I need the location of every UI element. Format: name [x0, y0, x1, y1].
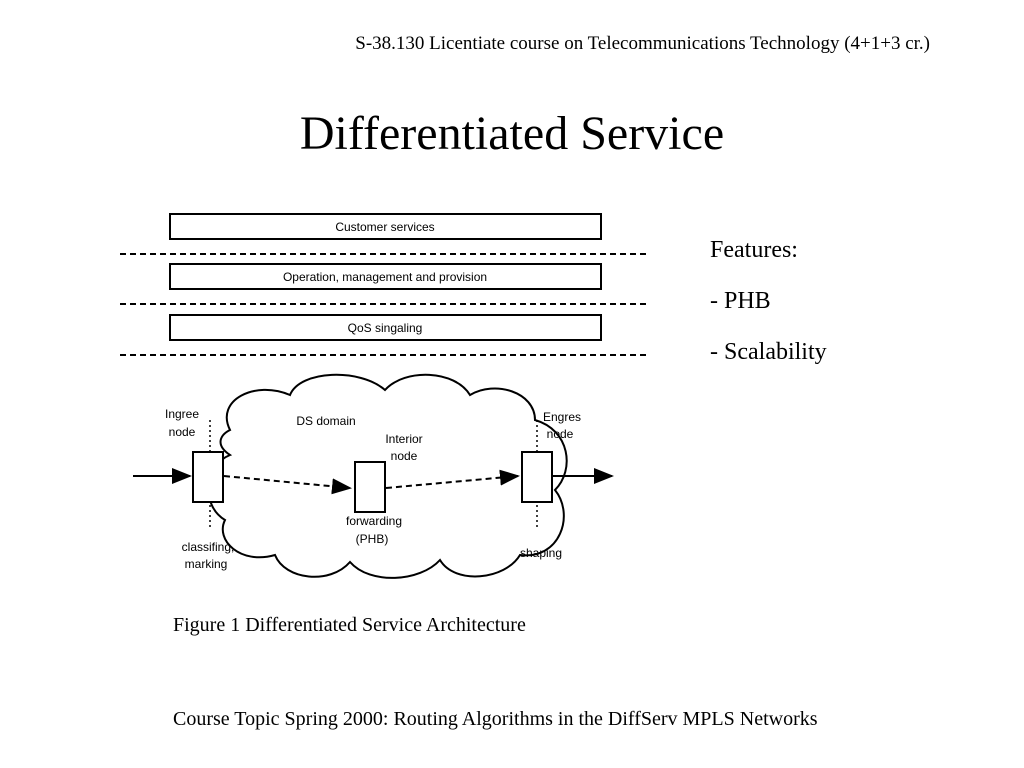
interior-to-egress-arrow [385, 469, 520, 489]
layer-label-qos-signaling: QoS singaling [348, 321, 423, 335]
ingress-node-label: Ingree [165, 407, 199, 421]
slide-title: Differentiated Service [299, 107, 725, 160]
interior-node-label: Interior [385, 432, 422, 446]
egress-node-label: Engres [543, 410, 581, 424]
egress-node-box [521, 451, 553, 503]
layer-box-qos-signaling [169, 314, 602, 341]
forwarding-label: forwarding [346, 514, 402, 528]
ds-domain-cloud [207, 373, 568, 579]
feature-item: - Scalability [710, 339, 827, 365]
ingress-to-interior-arrow [223, 475, 352, 495]
classifying-label: marking [185, 557, 228, 571]
classifying-label: classifing, [182, 540, 235, 554]
figure-caption: Figure 1 Differentiated Service Architec… [173, 614, 526, 636]
ds-domain-label: DS domain [296, 414, 355, 428]
layer-label-customer-services: Customer services [335, 220, 434, 234]
layer-box-customer-services [169, 213, 602, 240]
course-header: S-38.130 Licentiate course on Telecommun… [355, 33, 930, 54]
egress-node-label: node [547, 427, 574, 441]
interior-node-box [354, 461, 386, 513]
ingress-node-label: node [169, 425, 196, 439]
feature-item: - PHB [710, 288, 771, 314]
layer-box-operation-management [169, 263, 602, 290]
forwarding-label: (PHB) [356, 532, 389, 546]
ingress-node-box [192, 451, 224, 503]
shaping-label: shaping [520, 546, 562, 560]
features-list: Features: - PHB - Scalability [710, 238, 827, 391]
features-heading: Features: [710, 237, 798, 263]
interior-node-label: node [391, 449, 418, 463]
footer-course-topic: Course Topic Spring 2000: Routing Algori… [173, 708, 818, 730]
layer-label-operation-management: Operation, management and provision [283, 270, 487, 284]
